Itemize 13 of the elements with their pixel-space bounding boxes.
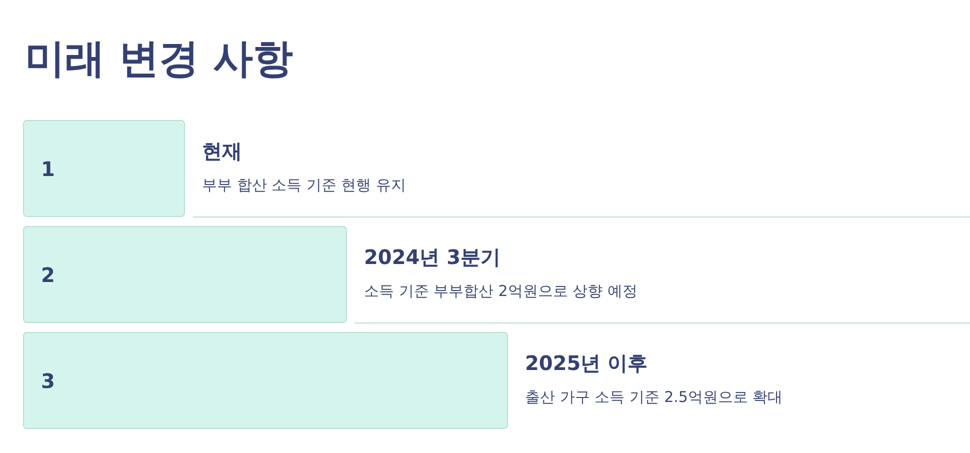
step-description: 부부 합산 소득 기준 현행 유지 xyxy=(202,175,406,195)
step-box xyxy=(23,226,347,323)
diagram-title: 미래 변경 사항 xyxy=(25,35,293,84)
step-box xyxy=(23,120,185,217)
step-heading: 2024년 3분기 xyxy=(364,244,501,270)
step-number: 3 xyxy=(41,369,55,393)
step-number: 2 xyxy=(41,263,55,287)
step-heading: 현재 xyxy=(202,138,242,164)
step-box xyxy=(23,332,508,429)
step-description: 소득 기준 부부합산 2억원으로 상향 예정 xyxy=(364,281,638,301)
step-heading: 2025년 이후 xyxy=(525,350,648,376)
step-description: 출산 가구 소득 기준 2.5억원으로 확대 xyxy=(525,387,783,407)
step-number: 1 xyxy=(41,157,55,181)
